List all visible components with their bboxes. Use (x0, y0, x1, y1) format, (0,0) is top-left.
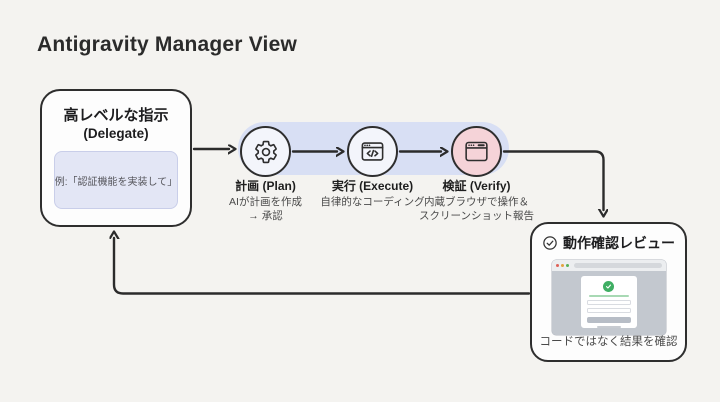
verify-step-label: 検証 (Verify) 内蔵ブラウザで操作＆ スクリーンショット報告 (406, 179, 547, 224)
browser-screenshot-mock (551, 260, 666, 335)
execute-step-title: 実行 (Execute) (331, 179, 414, 193)
verify-step-title: 検証 (Verify) (442, 179, 511, 193)
login-result-card (580, 276, 637, 329)
mock-input-field-2 (586, 308, 631, 314)
plan-step-label: 計画 (Plan) AIが計画を作成 → 承認 (200, 179, 331, 224)
plan-step-desc-1: AIが計画を作成 (229, 195, 302, 208)
delegate-subheading: (Delegate) (83, 126, 149, 141)
plan-step-title: 計画 (Plan) (235, 179, 296, 193)
gear-icon (254, 140, 277, 163)
execute-step-label: 実行 (Execute) 自律的なコーディング (307, 179, 438, 209)
code-window-icon (361, 142, 384, 161)
mock-footer-link (596, 326, 621, 329)
verify-step-desc-1: 内蔵ブラウザで操作＆ (424, 195, 529, 208)
execute-step-desc-1: 自律的なコーディング (320, 195, 425, 208)
browser-icon (465, 141, 488, 162)
plan-step-desc-2: → 承認 (248, 210, 283, 223)
review-caption: コードではなく結果を確認 (539, 336, 678, 348)
review-heading: 動作確認レビュー (563, 235, 675, 251)
success-check-icon (603, 281, 614, 292)
mock-submit-button (586, 317, 631, 324)
traffic-light-red-icon (555, 264, 559, 267)
traffic-light-yellow-icon (560, 264, 564, 267)
traffic-light-green-icon (565, 264, 569, 267)
delegate-heading: 高レベルな指示 (63, 107, 169, 124)
review-header: 動作確認レビュー (532, 233, 685, 253)
browser-mock-titlebar (551, 260, 666, 271)
plan-step-circle (240, 126, 291, 177)
review-box: 動作確認レビュー コードではなく結 (530, 222, 687, 362)
delegate-box: 高レベルな指示 (Delegate) 例:「認証機能を実装して」 (40, 89, 192, 227)
url-bar (573, 263, 662, 268)
page-title: Antigravity Manager View (37, 33, 297, 56)
verify-step-circle (451, 126, 502, 177)
verify-step-desc-2: スクリーンショット報告 (419, 210, 534, 223)
execute-step-circle (347, 126, 398, 177)
example-instruction: 例:「認証機能を実装して」 (54, 151, 178, 209)
check-circle-icon (543, 236, 557, 250)
mock-input-field-1 (586, 300, 631, 306)
arrow-review-to-delegate (114, 238, 531, 295)
success-message-text (588, 294, 629, 298)
